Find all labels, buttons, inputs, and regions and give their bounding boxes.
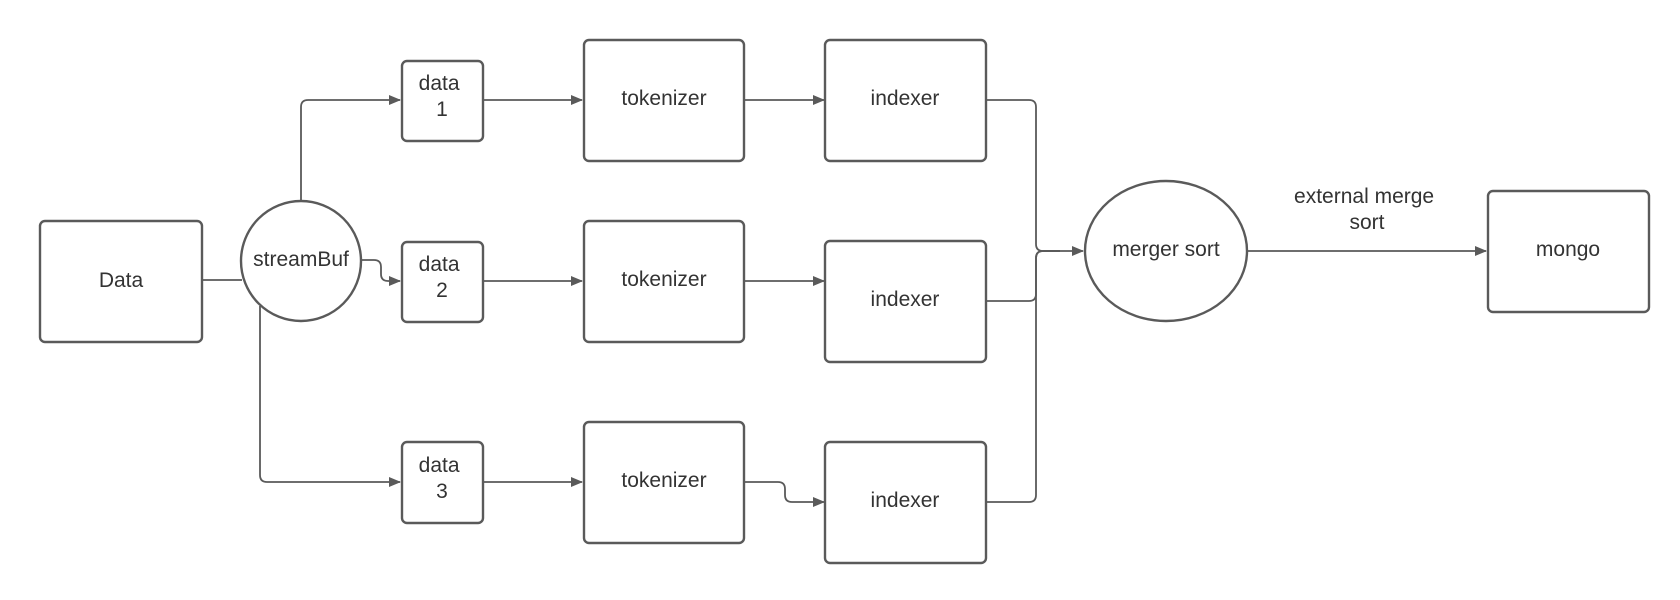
- stream-buf-circle: [239, 199, 363, 323]
- merger-sort-ellipse: [1083, 179, 1249, 323]
- edge-indexer-3-to-merger-sort: [986, 250, 1060, 503]
- node-data-3: data 3: [400, 440, 485, 525]
- node-merger-sort: merger sort: [1083, 179, 1249, 323]
- node-data-2: data 2: [400, 240, 485, 324]
- node-indexer-2: indexer: [823, 239, 988, 364]
- data-3-label: data 3: [419, 454, 466, 503]
- node-tokenizer-1: tokenizer: [582, 38, 746, 163]
- node-data-1: data 1: [400, 59, 485, 143]
- data-1-box: [400, 59, 485, 143]
- node-indexer-3: indexer: [823, 440, 988, 565]
- node-stream-buf: streamBuf: [239, 199, 363, 323]
- tokenizer-2-box: [582, 219, 746, 344]
- external-merge-sort-label: external merge sort: [1294, 185, 1440, 234]
- tokenizer-3-label: tokenizer: [621, 469, 706, 492]
- mongo-box: [1486, 189, 1651, 314]
- indexer-3-box: [823, 440, 988, 565]
- tokenizer-2-label: tokenizer: [621, 268, 706, 291]
- mongo-label: mongo: [1536, 238, 1600, 261]
- merger-sort-label: merger sort: [1112, 238, 1220, 261]
- data-source-box: [38, 219, 204, 344]
- indexer-1-box: [823, 38, 988, 163]
- tokenizer-1-box: [582, 38, 746, 163]
- indexer-1-label: indexer: [871, 87, 940, 110]
- node-mongo: mongo: [1486, 189, 1651, 314]
- indexer-3-label: indexer: [871, 489, 940, 512]
- data-1-label: data 1: [419, 72, 466, 121]
- edge-streambuf-to-data-3: [259, 306, 401, 487]
- tokenizer-3-box: [582, 420, 746, 545]
- node-tokenizer-2: tokenizer: [582, 219, 746, 344]
- stream-buf-label: streamBuf: [253, 248, 349, 271]
- indexer-2-label: indexer: [871, 288, 940, 311]
- edge-indexer-1-to-merger-sort: [986, 99, 1084, 256]
- tokenizer-1-label: tokenizer: [621, 87, 706, 110]
- edge-streambuf-to-data-2: [361, 259, 401, 286]
- edge-label-external-merge-sort: external merge sort: [1294, 185, 1440, 234]
- data-2-box: [400, 240, 485, 324]
- data-3-box: [400, 440, 485, 525]
- indexer-2-box: [823, 239, 988, 364]
- edge-tokenizer-3-to-indexer-3: [744, 481, 825, 507]
- node-indexer-1: indexer: [823, 38, 988, 163]
- edges: [202, 95, 1487, 507]
- node-data-source: Data: [38, 219, 204, 344]
- edge-indexer-2-to-merger-sort: [986, 250, 1060, 302]
- data-2-label: data 2: [419, 253, 466, 302]
- data-source-label: Data: [99, 269, 144, 292]
- edge-streambuf-to-data-1: [300, 95, 401, 200]
- node-tokenizer-3: tokenizer: [582, 420, 746, 545]
